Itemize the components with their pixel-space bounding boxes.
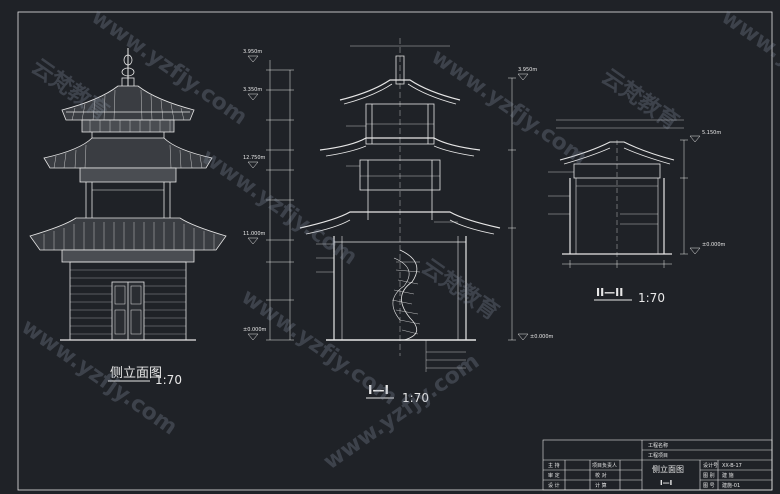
sec2-elev-mark-3: ±0.000m — [702, 242, 726, 248]
watermark-brand-3: 云梵教育 — [417, 254, 504, 326]
tb-design: 设 计 — [548, 482, 560, 489]
section-2-drawing — [548, 119, 701, 268]
title-block — [542, 439, 773, 491]
watermark-brand-2: 云梵教育 — [597, 64, 684, 136]
sec-elev-mark-3: ±0.000m — [530, 334, 554, 340]
elev-mark-2: 3.350m — [243, 87, 262, 93]
tb-sheet-label: 图 号 — [703, 483, 715, 489]
tb-sheet: 建施-01 — [722, 482, 740, 489]
tb-review: 审 定 — [548, 472, 560, 479]
elev-mark-5: ±0.000m — [243, 327, 267, 333]
elev-mark-1: 3.950m — [243, 49, 262, 55]
watermark-url-3: www.yzfjy.com — [237, 284, 402, 410]
side-elevation-drawing — [29, 48, 227, 341]
tb-drawing-no-label: 设计号 — [703, 462, 718, 469]
section-2-title: II—II — [596, 286, 623, 299]
elev-mark-4: 11.000m — [243, 231, 265, 237]
section-1-drawing — [299, 38, 501, 372]
sec-elev-mark-1: 3.950m — [518, 67, 537, 73]
tb-drawing-type-label: 图 别 — [703, 472, 715, 479]
watermark-url-7: www.yzfjy.com — [717, 4, 780, 130]
tb-project-lead: 项目负责人 — [592, 462, 617, 469]
elevation-view-title: 侧立面图 — [110, 366, 162, 381]
tb-drawing-no: XX-B-17 — [722, 463, 742, 469]
elevation-view-scale: 1:70 — [155, 373, 182, 387]
tb-drawing-type: 建 施 — [722, 472, 734, 479]
tb-drawing-subtitle: I—I — [660, 479, 672, 487]
elevation-dimension-chain — [247, 55, 294, 341]
section-1-dimension-chain — [508, 73, 529, 341]
section-2-scale: 1:70 — [638, 291, 665, 305]
tb-chief: 主 持 — [548, 462, 560, 469]
sheet-border — [17, 11, 773, 491]
tb-check: 校 对 — [595, 472, 607, 479]
section-1-title: I—I — [368, 383, 389, 397]
tb-drawing-title: 侧立面图 — [652, 464, 684, 474]
sec2-elev-mark-1: 5.150m — [702, 130, 721, 136]
watermark-url-1: www.yzfjy.com — [197, 144, 362, 270]
tb-sub-project: 工程项目 — [648, 452, 668, 459]
elev-mark-3: 12.750m — [243, 155, 265, 161]
tb-project-name: 工程名称 — [648, 442, 668, 449]
tb-calc: 计 算 — [595, 482, 607, 489]
section-1-scale: 1:70 — [402, 391, 429, 405]
